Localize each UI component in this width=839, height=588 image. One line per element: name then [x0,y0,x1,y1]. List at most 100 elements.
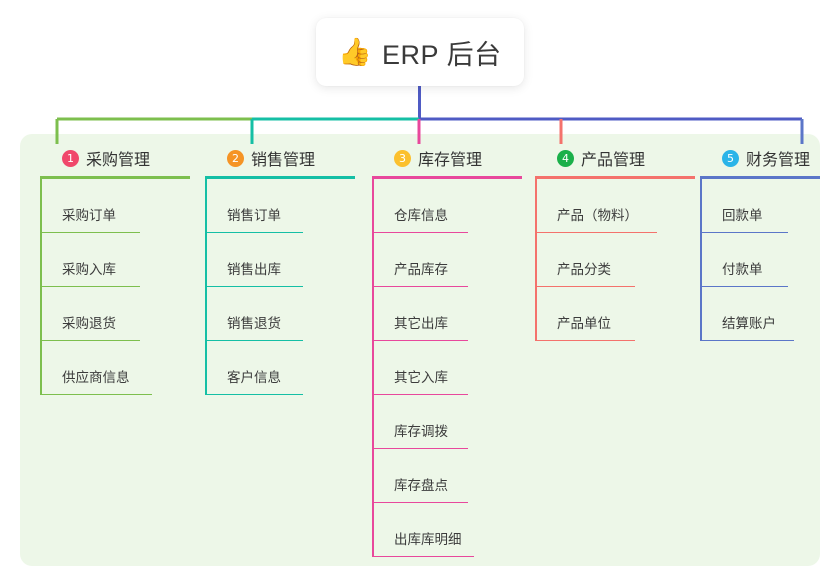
column-3[interactable]: 3 库存管理仓库信息产品库存其它出库其它入库库存调拨库存盘点出库库明细 [372,146,522,557]
leaf-rule [372,555,474,557]
column-spine-3 [372,179,374,557]
root-node[interactable]: 👍 ERP 后台 [316,18,524,86]
leaf-item[interactable]: 产品库存 [372,233,522,287]
column-header-rule-1 [40,176,190,179]
root-title: ERP 后台 [382,39,502,70]
leaf-label: 付款单 [722,262,763,277]
leaf-item[interactable]: 采购退货 [40,287,190,341]
leaf-rule [535,231,657,233]
leaf-label: 库存调拨 [394,424,448,439]
leaf-item[interactable]: 回款单 [700,179,820,233]
leaf-item[interactable]: 销售退货 [205,287,355,341]
leaf-list-2: 销售订单销售出库销售退货客户信息 [205,179,355,395]
column-header-5[interactable]: 5 财务管理 [700,146,820,170]
column-title-3: 库存管理 [418,152,483,169]
leaf-item[interactable]: 库存盘点 [372,449,522,503]
leaf-label: 出库库明细 [394,532,462,547]
leaf-rule [700,285,788,287]
leaf-label: 其它入库 [394,370,448,385]
leaf-label: 产品库存 [394,262,448,277]
column-badge-4: 4 [557,149,574,167]
leaf-item[interactable]: 库存调拨 [372,395,522,449]
leaf-item[interactable]: 其它入库 [372,341,522,395]
column-2[interactable]: 2 销售管理销售订单销售出库销售退货客户信息 [205,146,355,395]
leaf-item[interactable]: 客户信息 [205,341,355,395]
leaf-label: 销售退货 [227,316,281,331]
leaf-rule [40,393,152,395]
leaf-rule [372,393,468,395]
leaf-label: 其它出库 [394,316,448,331]
column-title-1: 采购管理 [86,152,151,169]
leaf-rule [205,231,303,233]
leaf-label: 回款单 [722,208,763,223]
column-1[interactable]: 1 采购管理采购订单采购入库采购退货供应商信息 [40,146,190,395]
leaf-rule [535,339,635,341]
leaf-rule [700,231,788,233]
leaf-rule [372,231,468,233]
column-4[interactable]: 4 产品管理产品（物料） 产品分类产品单位 [535,146,695,341]
leaf-label: 采购退货 [62,316,116,331]
column-badge-2: 2 [227,149,244,167]
leaf-rule [535,285,635,287]
leaf-item[interactable]: 仓库信息 [372,179,522,233]
column-spine-1 [40,179,42,395]
leaf-item[interactable]: 出库库明细 [372,503,522,557]
leaf-rule [205,393,303,395]
leaf-item[interactable]: 采购订单 [40,179,190,233]
leaf-label: 仓库信息 [394,208,448,223]
leaf-rule [372,285,468,287]
leaf-item[interactable]: 产品单位 [535,287,695,341]
column-header-rule-3 [372,176,522,179]
column-spine-2 [205,179,207,395]
leaf-rule [372,339,468,341]
column-header-2[interactable]: 2 销售管理 [205,146,355,170]
leaf-label: 产品分类 [557,262,611,277]
leaf-rule [205,285,303,287]
column-title-5: 财务管理 [746,152,811,169]
column-title-2: 销售管理 [251,152,316,169]
column-header-rule-4 [535,176,695,179]
leaf-item[interactable]: 产品（物料） [535,179,695,233]
column-badge-1: 1 [62,149,79,167]
leaf-list-1: 采购订单采购入库采购退货供应商信息 [40,179,190,395]
leaf-label: 产品（物料） [557,208,638,223]
diagram-panel [20,134,820,566]
column-header-1[interactable]: 1 采购管理 [40,146,190,170]
leaf-label: 采购入库 [62,262,116,277]
leaf-rule [40,339,140,341]
column-header-3[interactable]: 3 库存管理 [372,146,522,170]
leaf-item[interactable]: 产品分类 [535,233,695,287]
leaf-rule [700,339,794,341]
leaf-label: 库存盘点 [394,478,448,493]
leaf-item[interactable]: 供应商信息 [40,341,190,395]
leaf-label: 销售订单 [227,208,281,223]
column-header-rule-5 [700,176,820,179]
leaf-item[interactable]: 销售订单 [205,179,355,233]
leaf-rule [205,339,303,341]
leaf-item[interactable]: 销售出库 [205,233,355,287]
leaf-label: 客户信息 [227,370,281,385]
leaf-label: 销售出库 [227,262,281,277]
column-spine-4 [535,179,537,341]
leaf-rule [40,285,140,287]
leaf-rule [372,447,468,449]
leaf-item[interactable]: 付款单 [700,233,820,287]
leaf-item[interactable]: 采购入库 [40,233,190,287]
leaf-label: 采购订单 [62,208,116,223]
column-badge-5: 5 [722,149,739,167]
leaf-label: 供应商信息 [62,370,130,385]
leaf-list-5: 回款单付款单结算账户 [700,179,820,341]
thumbs-up-icon: 👍 [338,36,373,67]
leaf-list-4: 产品（物料） 产品分类产品单位 [535,179,695,341]
column-title-4: 产品管理 [581,152,646,169]
leaf-item[interactable]: 结算账户 [700,287,820,341]
column-5[interactable]: 5 财务管理回款单付款单结算账户 [700,146,820,341]
column-header-4[interactable]: 4 产品管理 [535,146,695,170]
leaf-label: 产品单位 [557,316,611,331]
leaf-rule [372,501,468,503]
leaf-label: 结算账户 [722,316,776,331]
leaf-list-3: 仓库信息产品库存其它出库其它入库库存调拨库存盘点出库库明细 [372,179,522,557]
column-badge-3: 3 [394,149,411,167]
leaf-item[interactable]: 其它出库 [372,287,522,341]
